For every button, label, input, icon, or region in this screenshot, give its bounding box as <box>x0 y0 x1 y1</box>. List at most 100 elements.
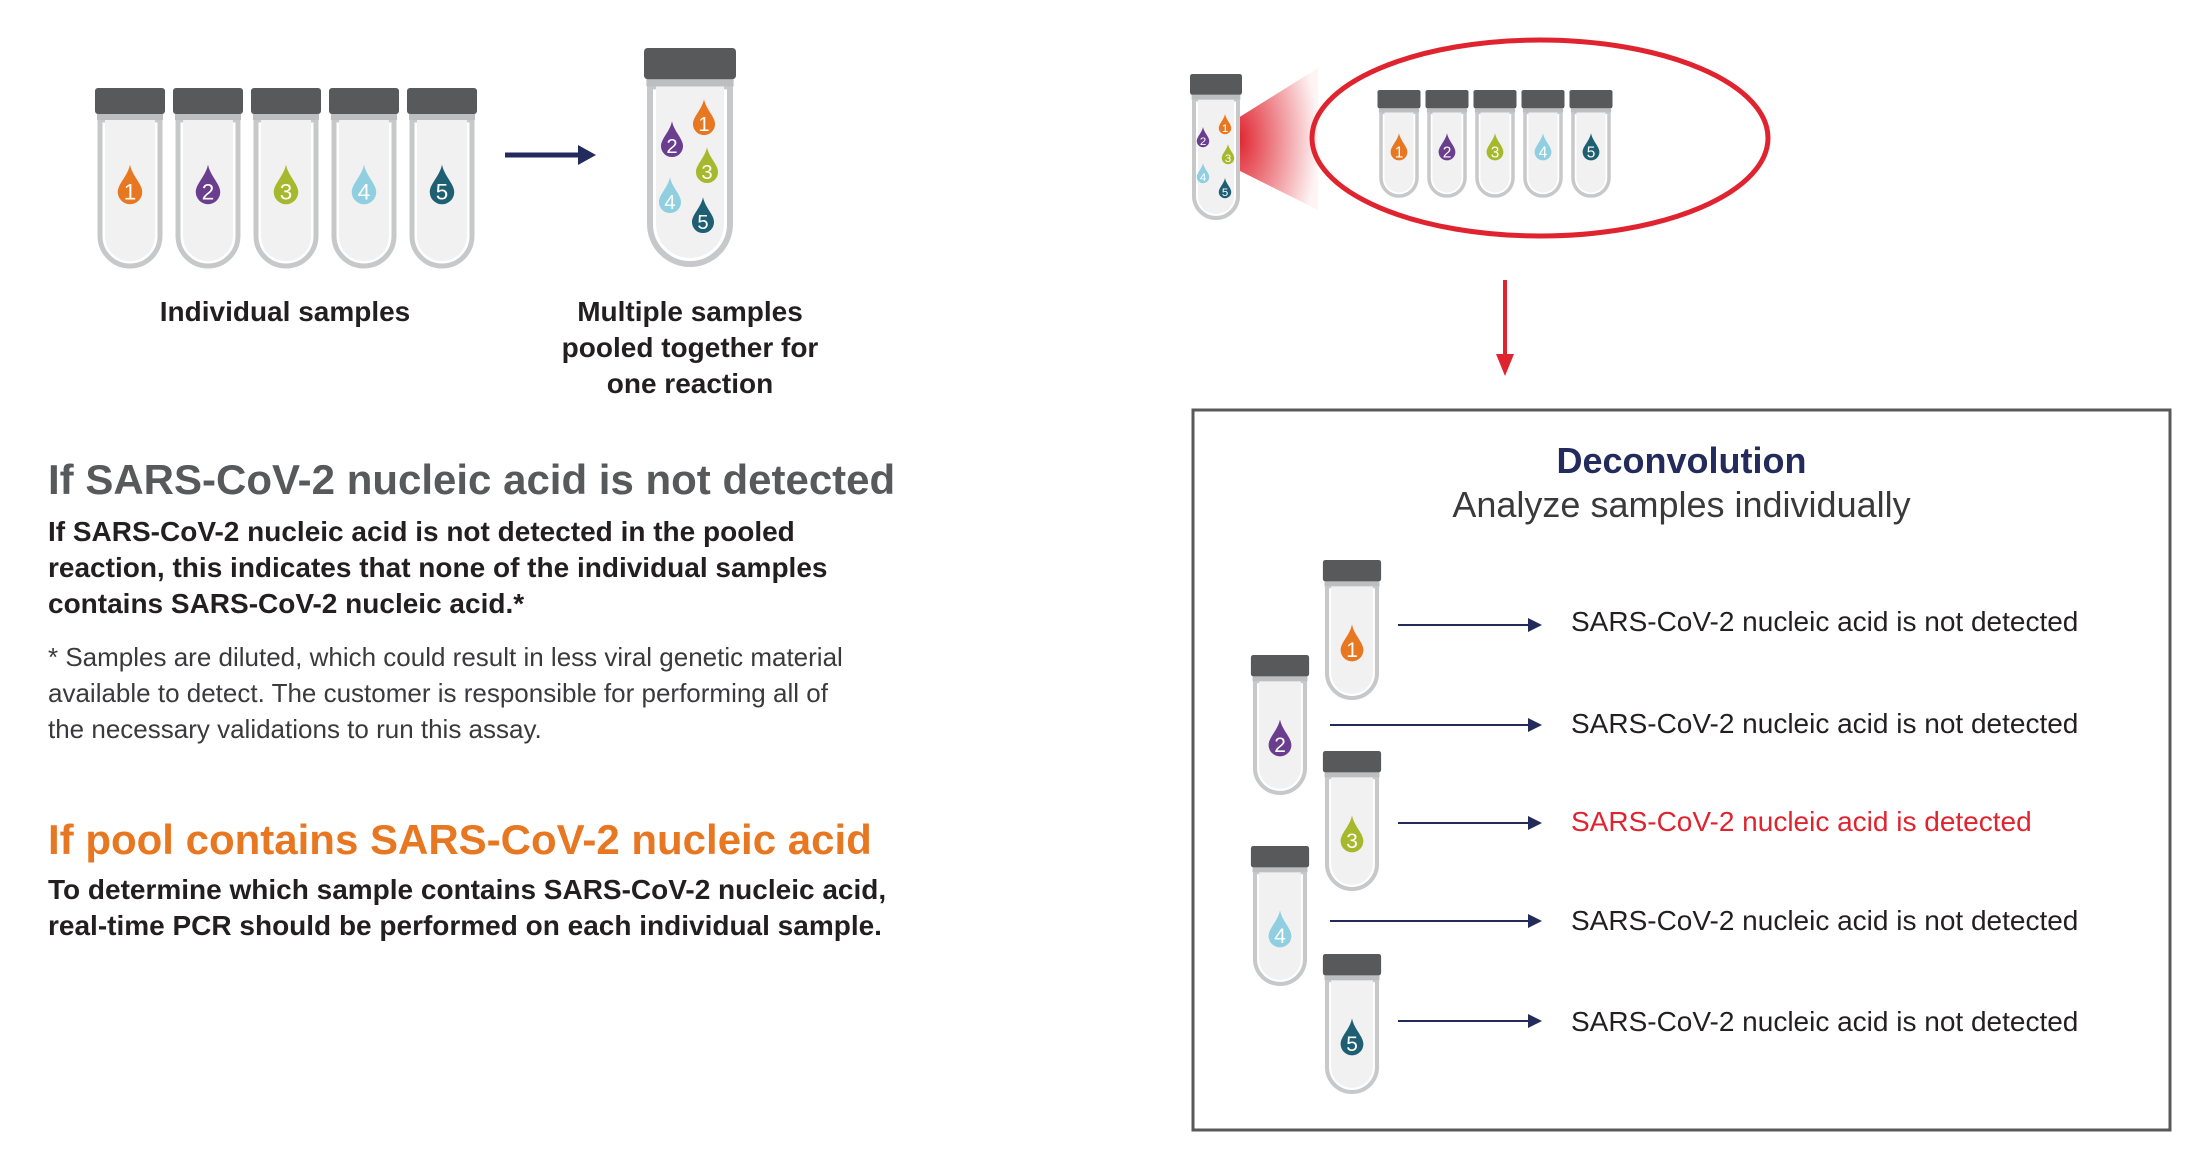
droplet-label-2: 2 <box>1274 734 1286 757</box>
tube-cap <box>251 88 321 114</box>
tube-cap <box>407 88 477 114</box>
tube-neck <box>1252 867 1308 873</box>
result-sample-3: SARS-CoV-2 nucleic acid is detected <box>1571 806 2032 837</box>
tube-cap <box>329 88 399 114</box>
deconvolution-title: Deconvolution <box>1556 440 1807 481</box>
result-sample-5: SARS-CoV-2 nucleic acid is not detected <box>1571 1006 2079 1037</box>
droplet-label-5: 5 <box>1222 187 1228 199</box>
tube-cap <box>1377 90 1421 109</box>
tube-neck <box>1252 676 1308 682</box>
droplet-1 <box>692 99 716 136</box>
positive-pool-body: To determine which sample contains SARS-… <box>48 874 887 941</box>
droplet-3 <box>1221 143 1235 165</box>
droplet-2 <box>1268 719 1292 757</box>
droplet-5 <box>691 197 715 234</box>
tube-neck <box>1378 108 1420 113</box>
tube-cap <box>95 88 165 114</box>
droplet-label-5: 5 <box>436 180 448 205</box>
droplet-4 <box>1196 162 1210 184</box>
tube-neck <box>253 114 319 120</box>
not-detected-body: If SARS-CoV-2 nucleic acid is not detect… <box>48 516 828 619</box>
droplet-label-4: 4 <box>664 192 675 214</box>
tube-cap <box>1569 90 1613 109</box>
droplet-label-3: 3 <box>1491 144 1500 161</box>
tube-cap <box>1190 74 1242 95</box>
individual-tube-3: 3 <box>251 88 321 269</box>
droplet-label-3: 3 <box>1346 830 1358 853</box>
droplet-1 <box>1390 133 1408 161</box>
tube-cap <box>1250 846 1310 868</box>
tube-neck <box>1474 108 1516 113</box>
magnified-tube-1: 1 <box>1377 90 1421 198</box>
tube-cap <box>1473 90 1517 109</box>
droplet-5 <box>1340 1018 1364 1056</box>
result-arrow-head-4 <box>1528 914 1542 928</box>
droplet-label-5: 5 <box>1587 144 1596 161</box>
deconvolution-tube-1: 1 <box>1322 560 1382 700</box>
deconvolution-tube-2: 2 <box>1250 655 1310 795</box>
droplet-label-2: 2 <box>666 136 677 158</box>
droplet-5 <box>429 164 455 205</box>
tube-neck <box>331 114 397 120</box>
droplet-1 <box>117 164 143 205</box>
droplet-5 <box>1218 177 1232 199</box>
tube-cap <box>1521 90 1565 109</box>
result-sample-1: SARS-CoV-2 nucleic acid is not detected <box>1571 606 2079 637</box>
droplet-2 <box>195 164 221 205</box>
droplet-2 <box>1196 126 1210 148</box>
deconvolution-arrow-head <box>1496 354 1514 376</box>
tube-neck <box>1570 108 1612 113</box>
tube-neck <box>1191 94 1241 100</box>
tube-neck <box>97 114 163 120</box>
droplet-4 <box>1268 910 1292 948</box>
deconvolution-tube-4: 4 <box>1250 846 1310 986</box>
result-arrow-head-1 <box>1528 618 1542 632</box>
deconvolution-tube-3: 3 <box>1322 751 1382 891</box>
tube-neck <box>175 114 241 120</box>
pooled-samples-caption: Multiple samples pooled together for one… <box>561 296 819 399</box>
droplet-label-1: 1 <box>1346 639 1358 662</box>
tube-cap <box>1250 655 1310 677</box>
droplet-label-3: 3 <box>701 162 712 184</box>
droplet-label-4: 4 <box>1274 925 1286 948</box>
droplet-3 <box>1340 815 1364 853</box>
droplet-label-4: 4 <box>1200 172 1207 184</box>
droplet-label-4: 4 <box>358 180 370 205</box>
tube-cap <box>1322 751 1382 773</box>
droplet-3 <box>695 147 719 184</box>
result-arrow-head-5 <box>1528 1014 1542 1028</box>
tube-neck <box>1324 975 1380 981</box>
zoom-ellipse <box>1309 37 1771 239</box>
tube-cap <box>644 48 736 80</box>
droplet-label-2: 2 <box>202 180 214 205</box>
droplet-label-2: 2 <box>1443 144 1452 161</box>
droplet-label-2: 2 <box>1200 136 1206 148</box>
droplet-label-1: 1 <box>698 114 709 136</box>
droplet-label-1: 1 <box>124 180 136 205</box>
droplet-label-1: 1 <box>1222 123 1228 135</box>
individual-tube-1: 1 <box>95 88 165 269</box>
droplet-1 <box>1340 624 1364 662</box>
pool-arrow-head <box>578 145 596 165</box>
tube-neck <box>409 114 475 120</box>
droplet-1 <box>1218 113 1232 135</box>
individual-samples-caption: Individual samples <box>159 296 411 327</box>
tube-neck <box>646 79 734 87</box>
magnified-tube-5: 5 <box>1569 90 1613 198</box>
not-detected-heading: If SARS-CoV-2 nucleic acid is not detect… <box>48 456 896 503</box>
dilution-footnote: * Samples are diluted, which could resul… <box>48 642 843 744</box>
zoom-beam <box>1238 68 1318 210</box>
tube-neck <box>1324 772 1380 778</box>
tube-neck <box>1522 108 1564 113</box>
droplet-2 <box>660 121 684 158</box>
magnified-tube-2: 2 <box>1425 90 1469 198</box>
droplet-label-4: 4 <box>1539 144 1548 161</box>
droplet-5 <box>1582 133 1600 161</box>
droplet-label-1: 1 <box>1395 144 1404 161</box>
individual-tube-4: 4 <box>329 88 399 269</box>
droplet-4 <box>1534 133 1552 161</box>
droplet-2 <box>1438 133 1456 161</box>
